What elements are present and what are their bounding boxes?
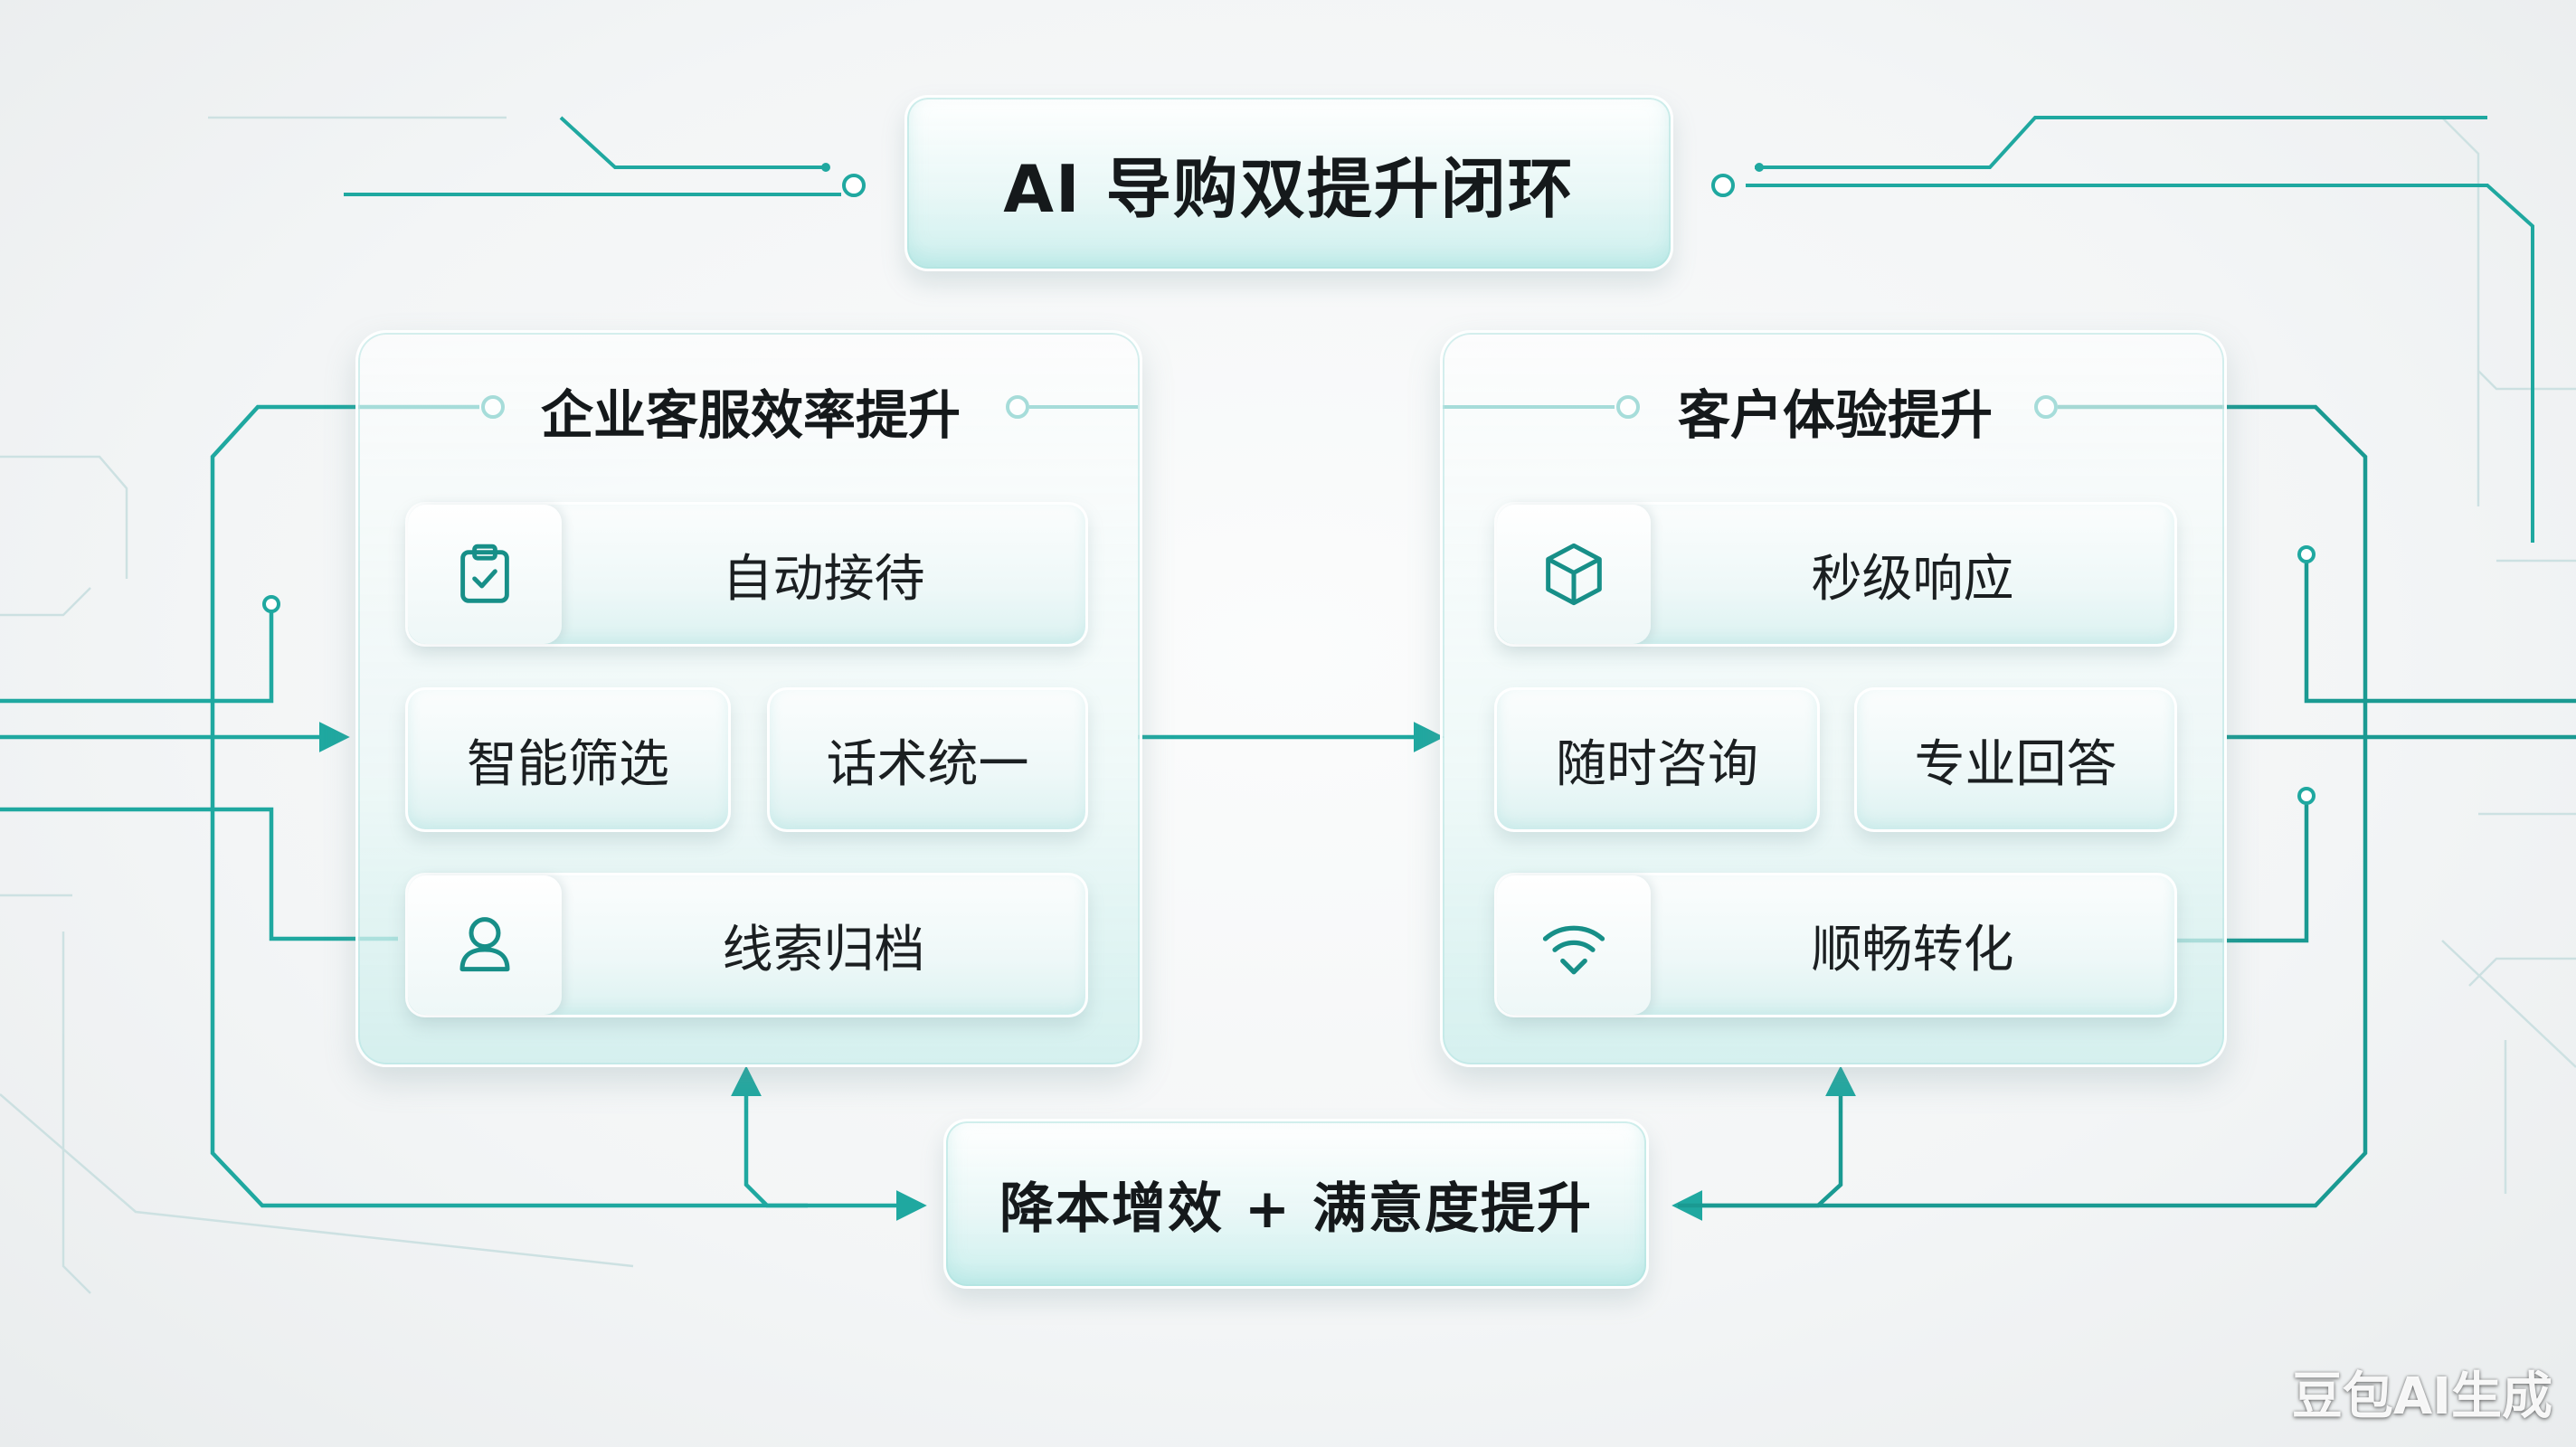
result-label: 降本增效 + 满意度提升: [999, 1177, 1594, 1241]
connector-node: [1711, 174, 1735, 197]
wifi-signal-icon: [1497, 875, 1651, 1015]
connector-node: [2297, 545, 2316, 563]
left-loop: [0, 404, 927, 1221]
right-item-professional-answer: 专业回答: [1854, 687, 2177, 832]
right-item-instant-response: 秒级响应: [1494, 502, 2177, 647]
left-item-unified-script: 话术统一: [767, 687, 1088, 832]
watermark: 豆包AI生成: [2291, 1367, 2552, 1426]
item-label: 自动接待: [722, 549, 925, 609]
left-item-auto-reception: 自动接待: [405, 502, 1088, 647]
connector-node: [262, 595, 280, 613]
connector-dot: [1755, 163, 1764, 172]
right-up-arrow: [1678, 1065, 1856, 1208]
item-label: 秒级响应: [1811, 549, 2014, 609]
item-label: 专业回答: [1914, 734, 2117, 794]
title-box: AI 导购双提升闭环: [904, 95, 1673, 271]
left-item-lead-archive: 线索归档: [405, 873, 1088, 1017]
item-label: 线索归档: [722, 920, 925, 979]
user-icon: [408, 875, 562, 1015]
connector-node: [842, 174, 866, 197]
clipboard-check-icon: [408, 505, 562, 644]
connector-dot: [821, 163, 830, 172]
item-label: 智能筛选: [467, 734, 669, 794]
left-panel-title: 企业客服效率提升: [541, 384, 961, 446]
item-label: 随时咨询: [1556, 734, 1758, 794]
right-item-anytime-consult: 随时咨询: [1494, 687, 1820, 832]
page-title: AI 导购双提升闭环: [1003, 151, 1575, 227]
item-label: 话术统一: [826, 734, 1029, 794]
result-box: 降本增效 + 满意度提升: [943, 1119, 1649, 1289]
left-item-smart-filter: 智能筛选: [405, 687, 731, 832]
cube-icon: [1497, 505, 1651, 644]
left-up-arrow: [731, 1065, 808, 1208]
title-connectors: [344, 116, 2534, 543]
right-panel-title: 客户体验提升: [1678, 384, 1994, 446]
item-label: 顺畅转化: [1811, 920, 2014, 979]
connector-node: [2297, 787, 2316, 805]
right-loop: [1672, 404, 2576, 1221]
right-item-smooth-conversion: 顺畅转化: [1494, 873, 2177, 1017]
